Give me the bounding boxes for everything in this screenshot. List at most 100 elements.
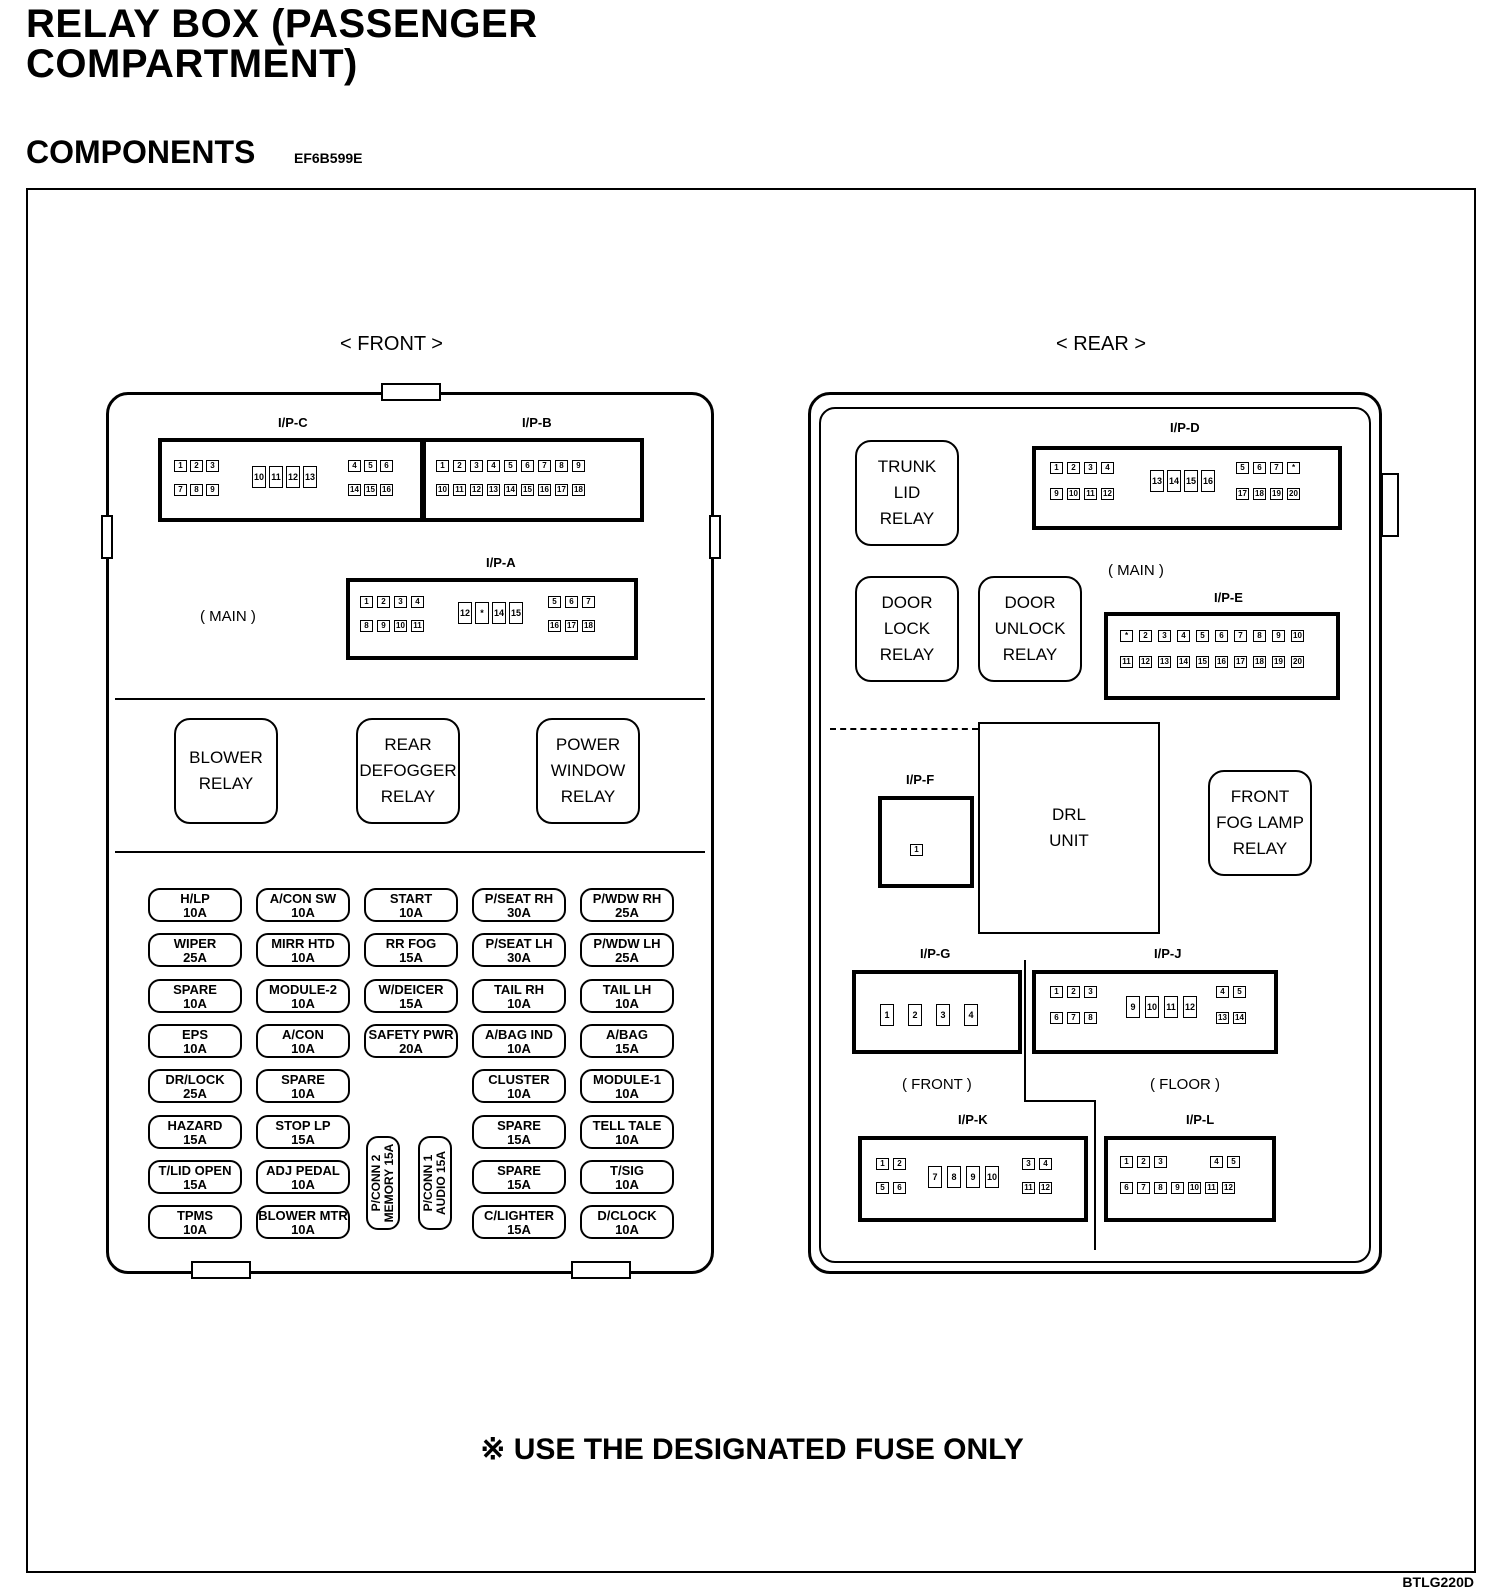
door-lock-relay[interactable]: DOOR LOCK RELAY xyxy=(855,576,959,682)
rear-wire-3 xyxy=(1094,1100,1096,1250)
fuse-name: D/CLOCK xyxy=(597,1208,657,1224)
trunk-lid-relay[interactable]: TRUNK LID RELAY xyxy=(855,440,959,546)
fuse-name: START xyxy=(389,891,433,906)
connector-pin: 1 xyxy=(1050,986,1063,998)
connector-pin: 13 xyxy=(487,484,500,496)
document-code: EF6B599E xyxy=(294,150,363,166)
fuse-rating: 15A xyxy=(615,1040,639,1056)
connector-pin: 11 xyxy=(453,484,466,496)
connector-pin: 13 xyxy=(1216,1012,1229,1024)
front-right-clip xyxy=(709,515,721,559)
connector-pin: 3 xyxy=(1022,1158,1035,1170)
connector-pin: 14 xyxy=(504,484,517,496)
rear-label: < REAR > xyxy=(1056,333,1147,355)
connector-pin: 5 xyxy=(548,596,561,608)
connector-pin: 5 xyxy=(1233,986,1246,998)
fuse-rating: 15A xyxy=(399,995,423,1011)
connector-pin: 12 xyxy=(286,466,300,488)
fuse-name: TAIL RH xyxy=(493,981,545,997)
connector-pin: 3 xyxy=(1158,630,1171,642)
door-unlock-relay[interactable]: DOOR UNLOCK RELAY xyxy=(978,576,1082,682)
fuse-rating: 10A xyxy=(291,905,315,920)
connector-pin: 3 xyxy=(206,460,219,472)
fuse-name: SAFETY PWR xyxy=(368,1026,454,1042)
connector-pin: 7 xyxy=(1137,1182,1150,1194)
connector-pin: 12 xyxy=(458,602,472,624)
fuse-name: WIPER xyxy=(173,936,217,952)
connector-ip-f[interactable]: 1 xyxy=(878,796,974,888)
blower-relay[interactable]: BLOWER RELAY xyxy=(174,718,278,824)
fuse-rating: 20A xyxy=(399,1040,423,1056)
fuse-name: P/WDW RH xyxy=(592,891,662,906)
connector-label-ip-c: I/P-C xyxy=(278,415,308,430)
connector-pin: 9 xyxy=(1171,1182,1184,1194)
fuse-rating: 30A xyxy=(507,905,531,920)
fuse-name: ADJ PEDAL xyxy=(266,1162,340,1178)
rear-defogger-relay[interactable]: REAR DEFOGGER RELAY xyxy=(356,718,460,824)
front-fog-lamp-relay[interactable]: FRONT FOG LAMP RELAY xyxy=(1208,770,1312,876)
rear-main-label: ( MAIN ) xyxy=(1108,562,1164,579)
connector-label-ip-d: I/P-D xyxy=(1170,420,1200,435)
designated-fuse-note: ※ USE THE DESIGNATED FUSE ONLY xyxy=(480,1433,1024,1466)
connector-pin: 10 xyxy=(1291,630,1304,642)
fuse-rating: 25A xyxy=(615,905,639,920)
fuse-name: MODULE-1 xyxy=(593,1072,661,1088)
connector-pin: 8 xyxy=(1084,1012,1097,1024)
drl-unit[interactable]: DRL UNIT xyxy=(978,722,1160,934)
rear-wire-1 xyxy=(1024,960,1026,1100)
connector-pin: 6 xyxy=(1253,462,1266,474)
connector-pin: 19 xyxy=(1270,488,1283,500)
fuse-rating: 10A xyxy=(507,995,531,1011)
connector-pin: 3 xyxy=(1154,1156,1167,1168)
power-window-relay[interactable]: POWER WINDOW RELAY xyxy=(536,718,640,824)
connector-pin: 1 xyxy=(436,460,449,472)
